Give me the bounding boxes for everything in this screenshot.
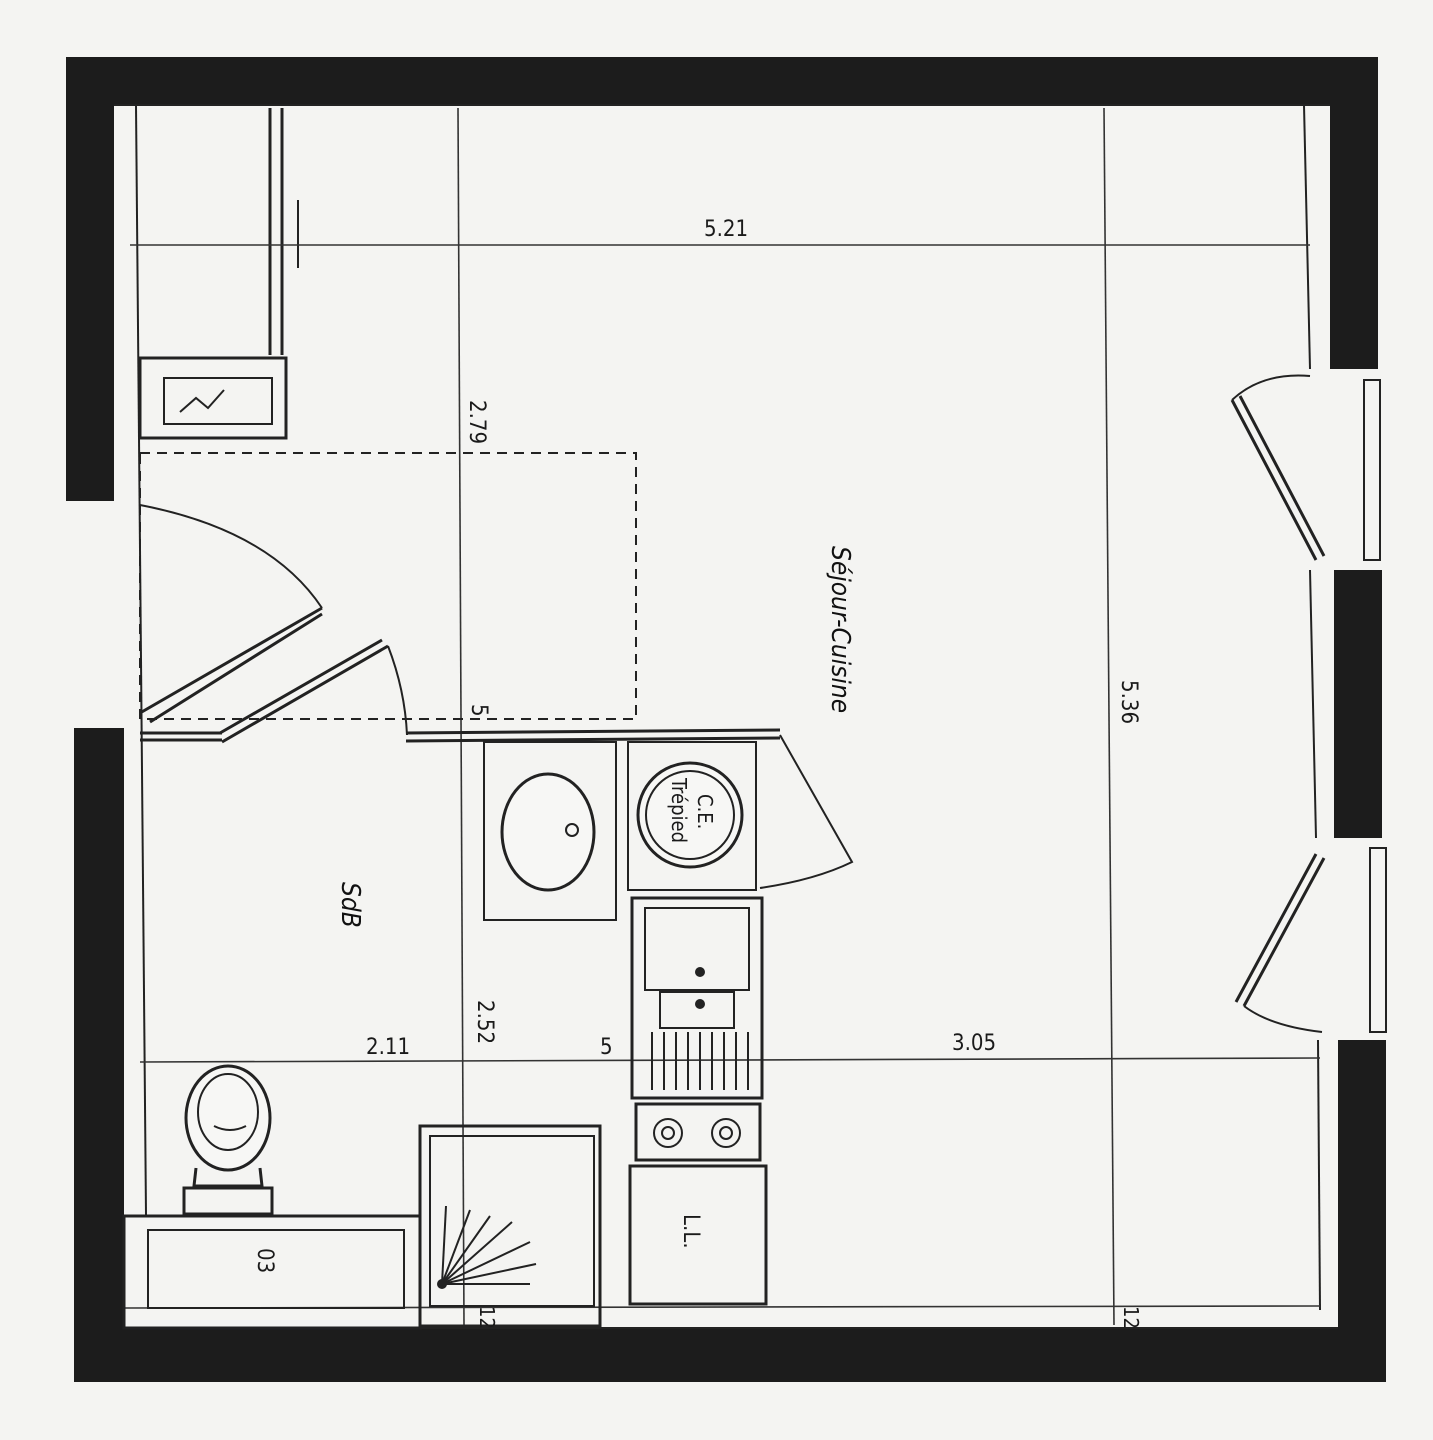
dim-left-height: 2.79 — [464, 400, 489, 444]
wall-right-mid — [1334, 570, 1382, 838]
washbasin — [483, 741, 617, 921]
electric-panel-icon — [179, 389, 225, 413]
room-living-kitchen: Séjour-Cuisine — [825, 546, 855, 713]
cooktop — [634, 1102, 762, 1162]
closet-label: 03 — [252, 1248, 277, 1273]
wall-bottom — [74, 1328, 1386, 1382]
toilet — [182, 1064, 274, 1216]
dim-bottom-left: 12 — [475, 1306, 499, 1329]
wall-top — [66, 57, 1376, 105]
window-lower — [1234, 847, 1387, 1033]
entrance-door — [139, 504, 323, 724]
wall-right-lower — [1338, 1040, 1386, 1382]
partition-wall — [140, 728, 781, 743]
dim-bottom-right: 12 — [1119, 1306, 1143, 1329]
dim-kitchen-width: 3.05 — [952, 1031, 996, 1056]
washer-label: L.L. — [678, 1214, 703, 1249]
window-upper — [1230, 374, 1381, 561]
wall-left-lower — [74, 728, 124, 1382]
boiler-label-line1: C.E. — [693, 794, 717, 829]
room-bathroom: SdB — [335, 882, 365, 928]
dim-wall-b: 5 — [600, 1035, 613, 1060]
outer-walls — [66, 57, 1386, 1382]
dim-right-height: 5.36 — [1116, 680, 1141, 724]
wall-right-upper — [1330, 57, 1378, 369]
top-left-cabinet — [138, 108, 299, 440]
dim-bath-width: 2.11 — [366, 1035, 410, 1060]
washing-machine — [628, 1164, 768, 1306]
wall-left-upper — [66, 57, 114, 501]
clearance-zone — [139, 452, 637, 720]
dim-wall-a: 5 — [466, 704, 491, 717]
bathroom-door — [219, 638, 408, 744]
kitchen-sink — [630, 896, 764, 1100]
dim-bath-height: 2.52 — [472, 1000, 497, 1044]
boiler-label-line2: Trépied — [667, 777, 691, 843]
boiler — [627, 734, 854, 891]
shower — [418, 1124, 602, 1328]
dim-top-width: 5.21 — [704, 217, 748, 242]
inner-lines — [114, 104, 1338, 1329]
